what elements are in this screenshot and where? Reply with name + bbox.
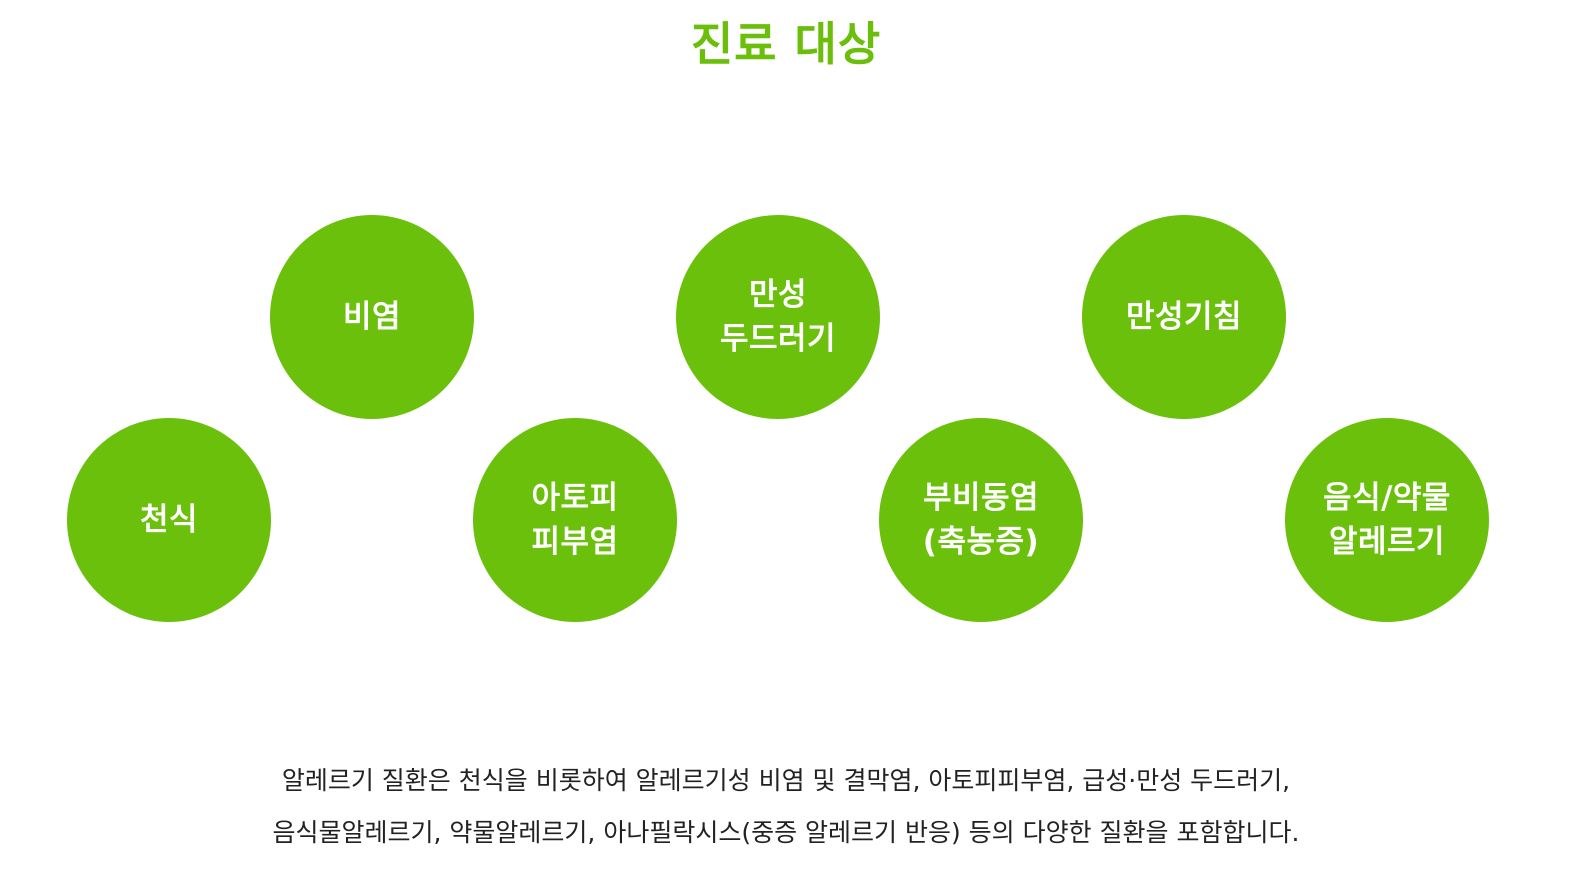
target-label: 만성 두드러기 xyxy=(719,277,837,357)
target-label: 부비동염 (축농증) xyxy=(922,480,1040,560)
target-label: 비염 xyxy=(342,299,402,335)
target-label: 천식 xyxy=(139,502,199,538)
target-asthma: 천식 xyxy=(67,418,271,622)
target-chronic-urticaria: 만성 두드러기 xyxy=(676,215,880,419)
section-title: 진료 대상 xyxy=(690,17,882,71)
target-label: 음식/약물 알레르기 xyxy=(1323,480,1451,560)
target-food-drug-allergy: 음식/약물 알레르기 xyxy=(1285,418,1489,622)
description-line-1: 알레르기 질환은 천식을 비롯하여 알레르기성 비염 및 결막염, 아토피피부염… xyxy=(281,766,1291,795)
target-label: 만성기침 xyxy=(1125,299,1243,335)
target-rhinitis: 비염 xyxy=(270,215,474,419)
target-atopic-dermatitis: 아토피 피부염 xyxy=(473,418,677,622)
target-sinusitis: 부비동염 (축농증) xyxy=(879,418,1083,622)
description-text: 알레르기 질환은 천식을 비롯하여 알레르기성 비염 및 결막염, 아토피피부염… xyxy=(0,755,1572,859)
description-line-2: 음식물알레르기, 약물알레르기, 아나필락시스(중증 알레르기 반응) 등의 다… xyxy=(272,818,1300,847)
target-label: 아토피 피부염 xyxy=(531,480,619,560)
target-chronic-cough: 만성기침 xyxy=(1082,215,1286,419)
